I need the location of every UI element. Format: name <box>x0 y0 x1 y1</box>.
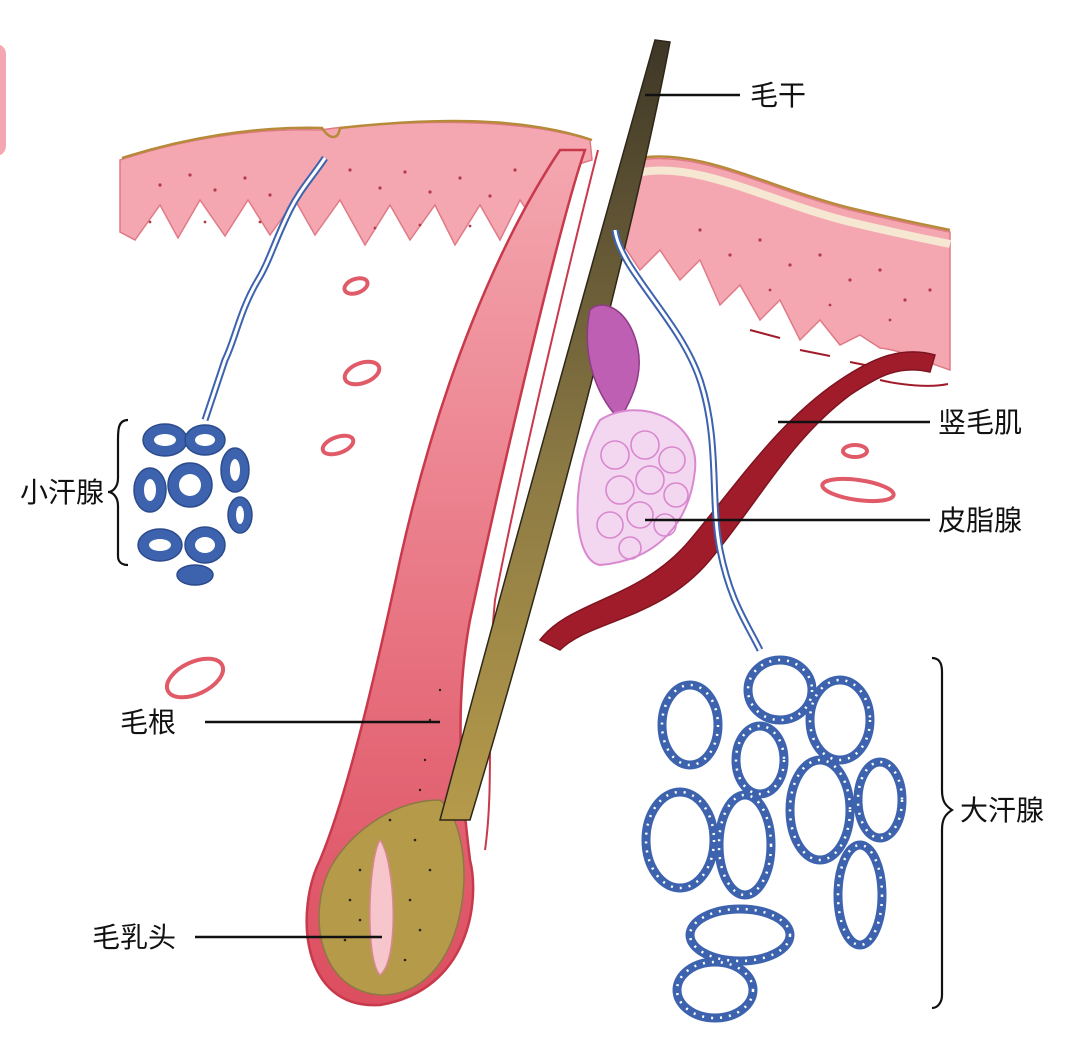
eccrine-gland <box>134 424 252 585</box>
label-eccrine-gland: 小汗腺 <box>20 476 104 509</box>
label-apocrine-gland: 大汗腺 <box>960 794 1044 827</box>
sebaceous-gland <box>578 305 696 565</box>
brace-eccrine <box>108 420 128 565</box>
label-arrector-pili: 竖毛肌 <box>938 406 1022 439</box>
label-sebaceous-gland: 皮脂腺 <box>938 504 1022 537</box>
label-hair-papilla: 毛乳头 <box>92 921 176 954</box>
brace-apocrine <box>932 658 952 1008</box>
label-hair-root: 毛根 <box>120 706 176 739</box>
label-hair-shaft: 毛干 <box>750 79 806 112</box>
epidermis-right <box>620 156 950 385</box>
hair-follicle <box>307 150 598 1005</box>
apocrine-gland <box>646 660 902 1018</box>
